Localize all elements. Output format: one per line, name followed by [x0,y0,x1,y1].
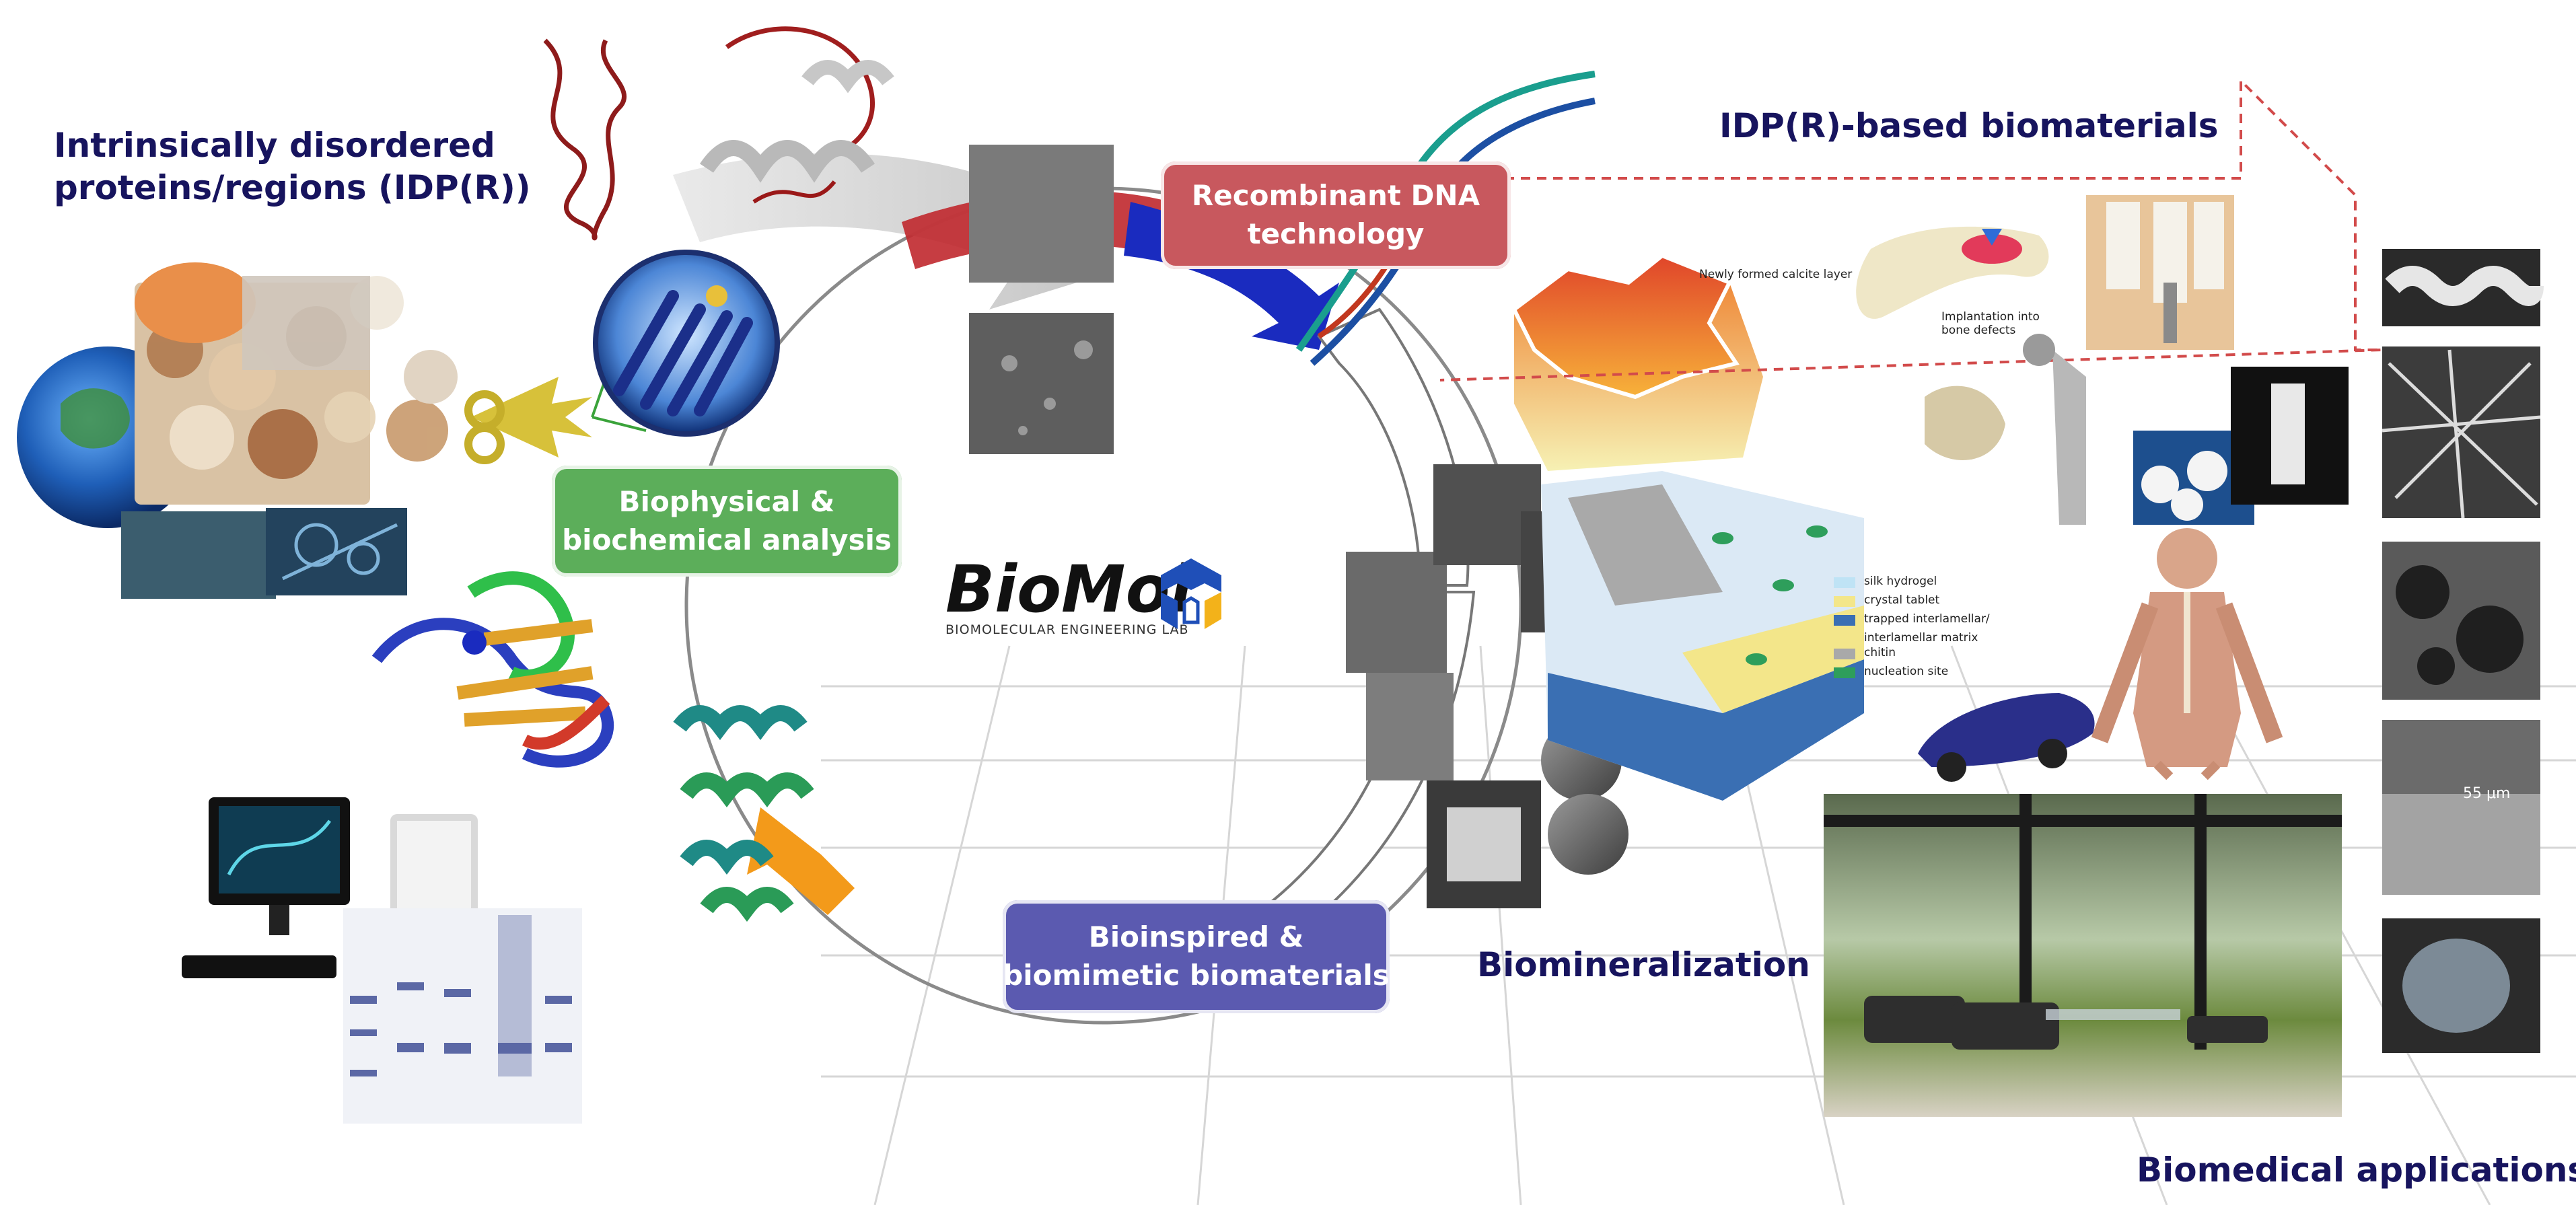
logo-cube-icon [1161,558,1221,629]
sem-crystal-c [1366,673,1454,780]
biomedical-label: Biomedical applications [2137,1151,2576,1190]
folded-protein-top-image [700,26,894,204]
legend-swatch [1834,596,1855,607]
biophysical-line1: Biophysical & [618,484,835,518]
recombinant-line2: technology [1247,217,1425,250]
reef-image [121,511,276,599]
biophysical-line2: biochemical analysis [562,523,892,556]
legend-swatch [1834,577,1855,588]
idpr-title-line2: proteins/regions (IDP(R)) [54,168,531,207]
calcite-hexagon-image [1511,253,1763,471]
legend-item-label: interlamellar matrix [1864,631,1978,645]
recombinant-dna-box: Recombinant DNA technology [1161,161,1511,269]
interior-room-image [1824,794,2342,1117]
hip-implant-image [1925,334,2086,525]
implantation-annotation: Implantation into bone defects [1941,310,2040,337]
sem-sphere-b [1548,794,1629,875]
biophysical-analysis-box: Biophysical & biochemical analysis [552,466,902,577]
biomaterials-title: IDP(R)-based biomaterials [1719,106,2219,145]
legend-swatch [1834,649,1855,659]
sem-crystal-a [1346,552,1447,673]
logo-name: BioMol [945,552,1192,627]
rainbow-protein-image [371,571,614,768]
logo-subtitle: BIOMOLECULAR ENGINEERING LAB [945,622,1189,637]
calcite-annotation: Newly formed calcite layer [1699,268,1853,281]
bioinspired-line2: biomimetic biomaterials [1003,959,1390,992]
sds-page-gel-image [343,908,582,1124]
scale-bar-label: 55 μm [2463,785,2511,802]
implantation-line2: bone defects [1941,323,2016,337]
legend-item-label: silk hydrogel [1864,575,1937,588]
bioinspired-line1: Bioinspired & [1088,920,1304,954]
legend-item-label: chitin [1864,646,1896,659]
bone-implant-image [1856,226,2049,319]
recombinant-line1: Recombinant DNA [1191,179,1480,213]
nacre-model-image [1541,471,1864,801]
human-anatomy-image [2091,528,2283,780]
eggshell-image [135,262,256,343]
legend-item-label: crystal tablet [1864,593,1940,607]
legend [1834,577,1855,678]
legend-item-label: nucleation site [1864,665,1949,678]
orange-arrow [747,807,855,915]
legend-swatch [1834,667,1855,678]
bioinspired-biomaterials-box: Bioinspired & biomimetic biomaterials [1003,900,1390,1013]
sem-image-droplets [969,313,1114,454]
callout-frame [1439,77,2383,381]
legend-item-label: trapped interlamellar/ [1864,612,1990,626]
legend-swatch [1834,615,1855,626]
sem-image-top [969,145,1114,283]
idpr-title-line1: Intrinsically disordered [54,126,495,165]
dental-implant-image [2086,195,2234,350]
teal-protein-image [673,705,814,922]
car-image [1918,693,2095,782]
idpr-title: Intrinsically disordered proteins/region… [54,124,531,209]
biomineralization-label: Biomineralization [1477,945,1810,984]
implantation-line1: Implantation into [1941,310,2040,324]
disordered-protein-image [543,38,627,241]
white-arrow-upper [1316,307,1470,587]
